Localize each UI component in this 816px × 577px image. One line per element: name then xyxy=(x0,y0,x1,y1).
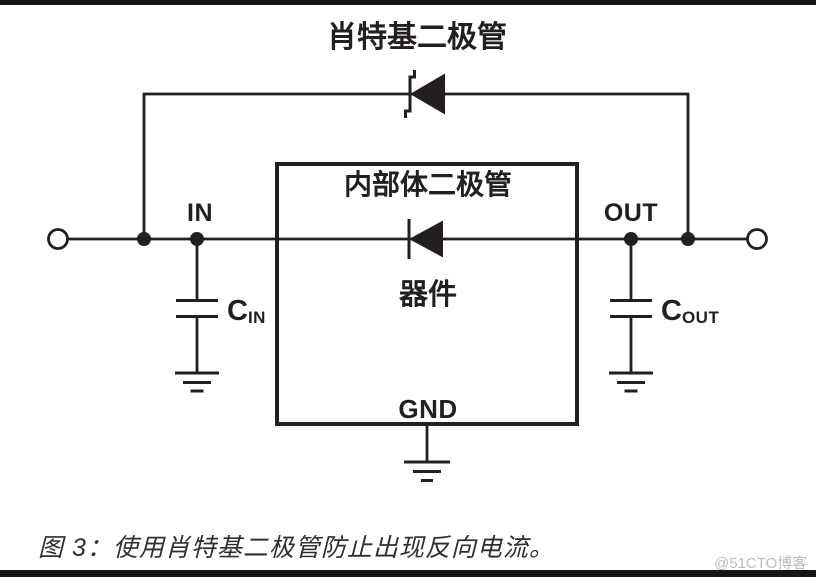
cin-label-main: C xyxy=(227,295,248,327)
output-terminal-icon xyxy=(746,228,768,250)
cin-label-sub: IN xyxy=(247,308,266,327)
cin-ground-icon xyxy=(175,371,219,393)
device-box xyxy=(275,162,579,426)
schottky-diode-icon xyxy=(404,70,445,118)
internal-body-diode-label: 内部体二极管 xyxy=(343,169,513,200)
device-label: 器件 xyxy=(398,279,458,311)
cout-capacitor-icon xyxy=(610,239,652,372)
cin-capacitor-icon xyxy=(176,239,218,372)
gnd-pin-label: GND xyxy=(398,394,458,424)
in-node-label: IN xyxy=(187,199,213,227)
bottom-frame-bar xyxy=(0,570,816,577)
cout-label: COUT xyxy=(661,295,720,327)
cout-ground-icon xyxy=(609,371,653,393)
gnd-ground-icon xyxy=(404,426,450,482)
top-frame-bar xyxy=(0,0,816,5)
watermark: @51CTO博客 xyxy=(714,555,808,572)
cout-label-main: C xyxy=(661,295,682,327)
schottky-diode-title: 肖特基二极管 xyxy=(327,21,507,54)
cin-label: CIN xyxy=(227,295,266,327)
junction-dots xyxy=(137,232,695,246)
out-node-label: OUT xyxy=(603,199,659,227)
body-diode-icon xyxy=(407,219,443,259)
cout-label-sub: OUT xyxy=(681,308,720,327)
figure-caption: 图 3：使用肖特基二极管防止出现反向电流。 xyxy=(38,534,555,562)
input-terminal-icon xyxy=(47,228,69,250)
